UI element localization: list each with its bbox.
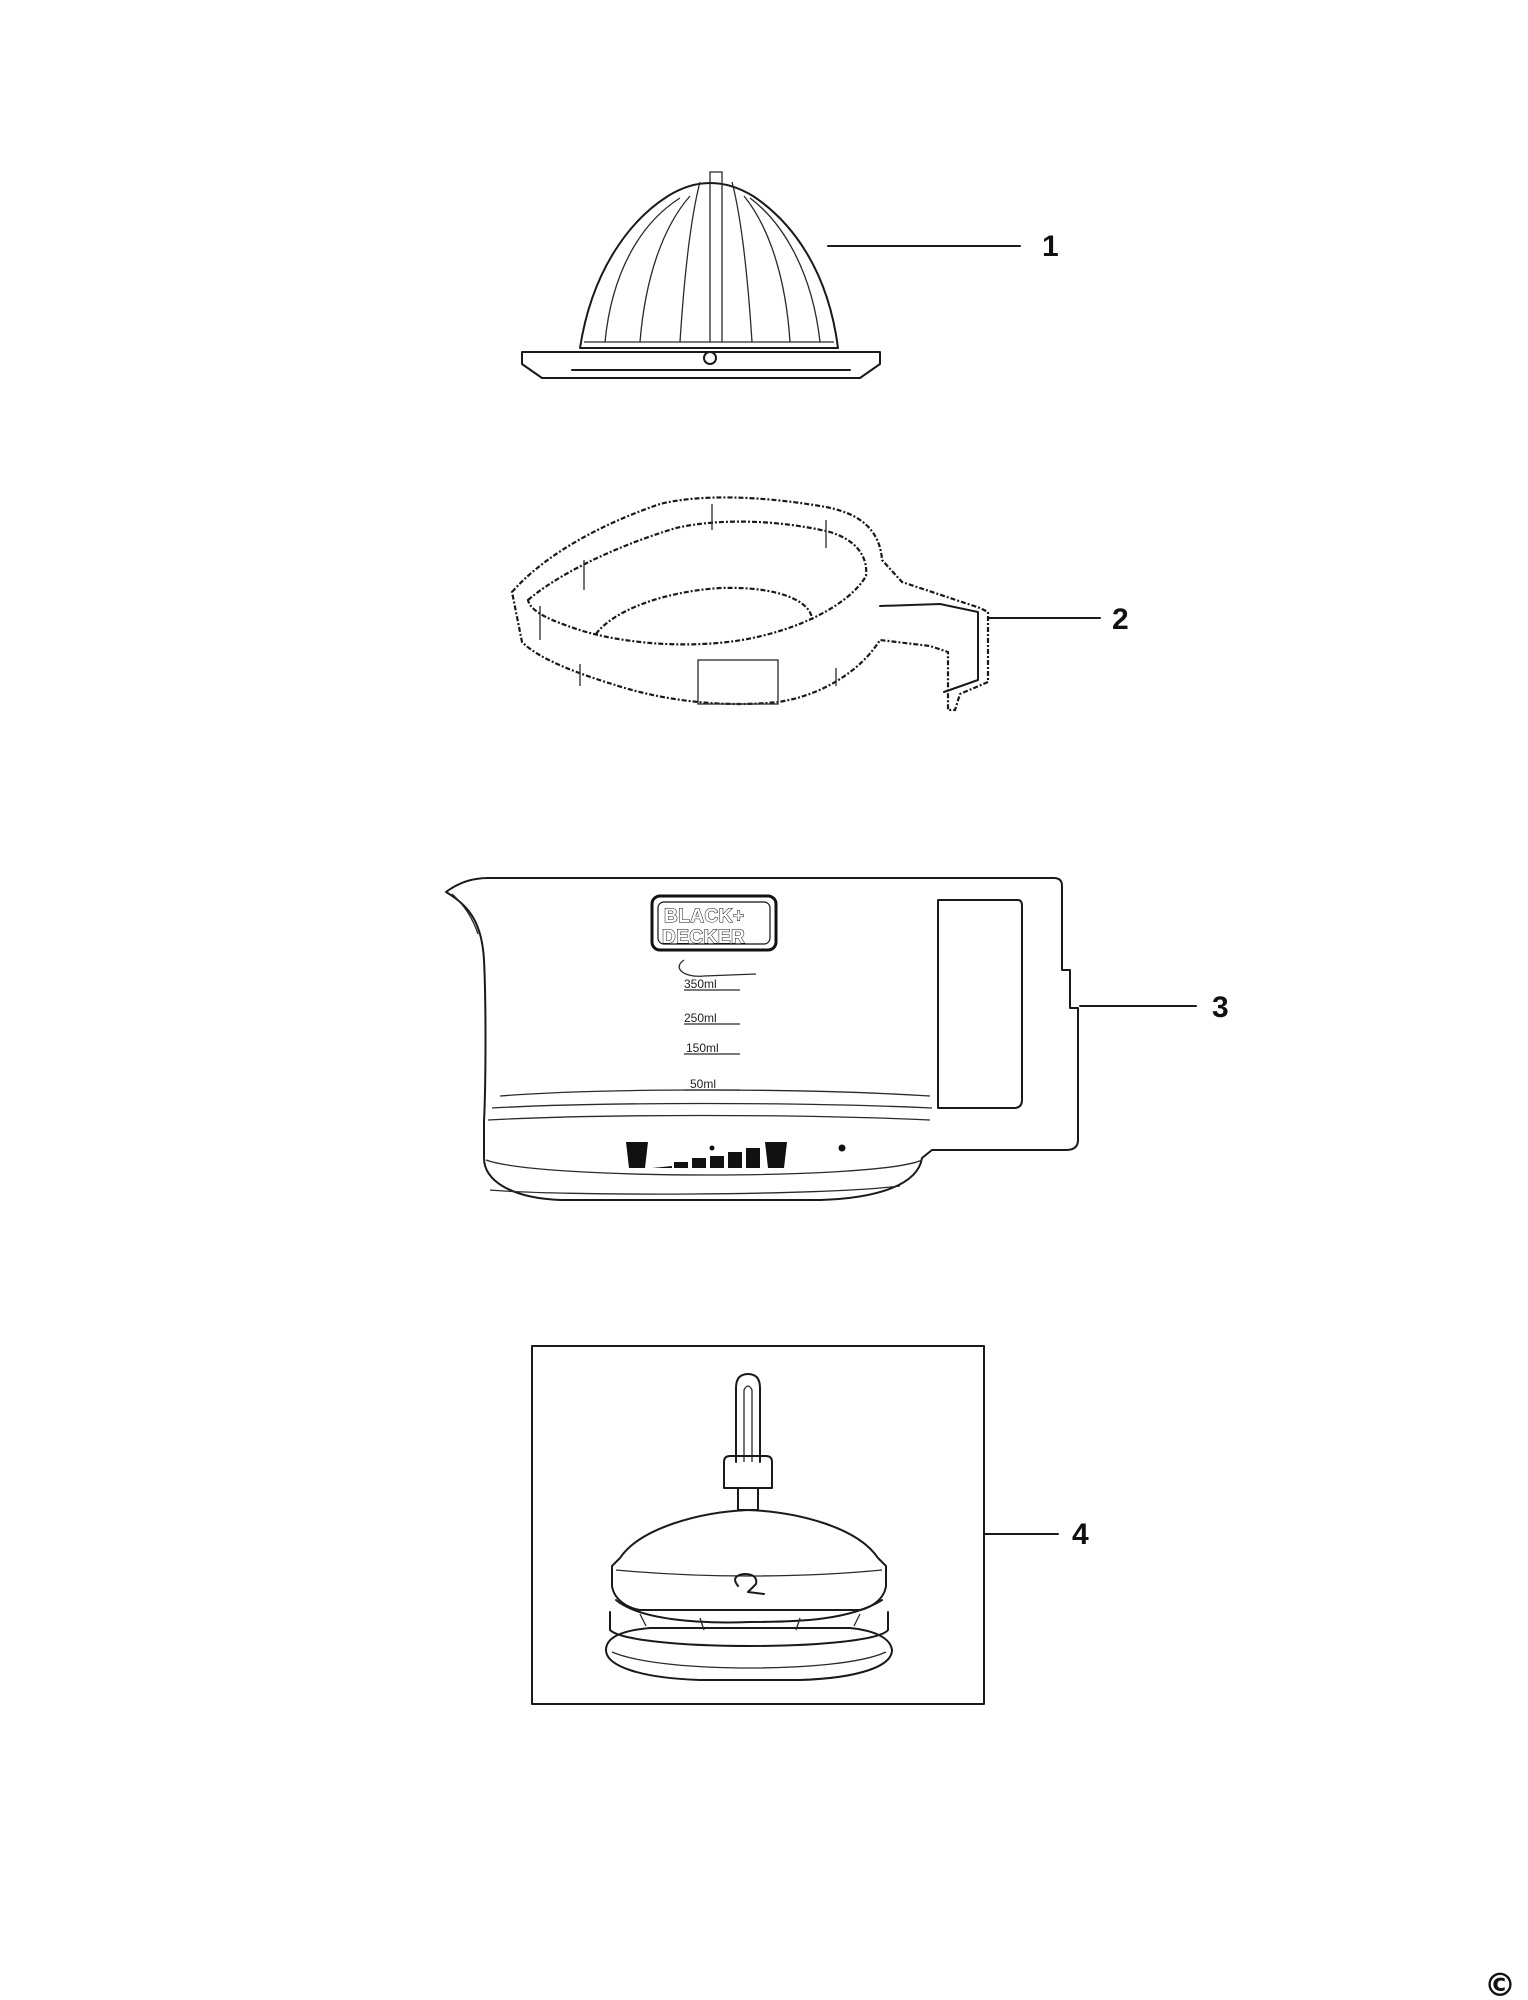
copyright-mark: © — [1484, 1966, 1516, 2000]
callout-2: 2 — [1112, 603, 1129, 636]
callout-4: 4 — [1072, 1518, 1089, 1551]
callout-1: 1 — [1042, 230, 1059, 263]
jug-dot-marker — [838, 1144, 846, 1152]
motor-base-icon — [531, 1345, 985, 1705]
scale-mark-50ml: 50ml — [690, 1077, 716, 1091]
scale-mark-250ml: 250ml — [684, 1011, 717, 1025]
strainer-sieve-icon — [510, 496, 990, 712]
brand-line-2: DECKER — [662, 927, 745, 948]
scale-mark-350ml: 350ml — [684, 977, 717, 991]
juice-jug-icon: BLACK+ DECKER 350ml 250ml 150ml 50ml — [445, 877, 1079, 1201]
brand-line-1: BLACK+ — [664, 906, 745, 927]
reamer-cone-icon — [521, 171, 881, 379]
scale-mark-150ml: 150ml — [686, 1041, 719, 1055]
callout-3: 3 — [1212, 991, 1229, 1024]
brand-logo — [650, 894, 778, 952]
pulp-selector-icon — [626, 1142, 787, 1168]
